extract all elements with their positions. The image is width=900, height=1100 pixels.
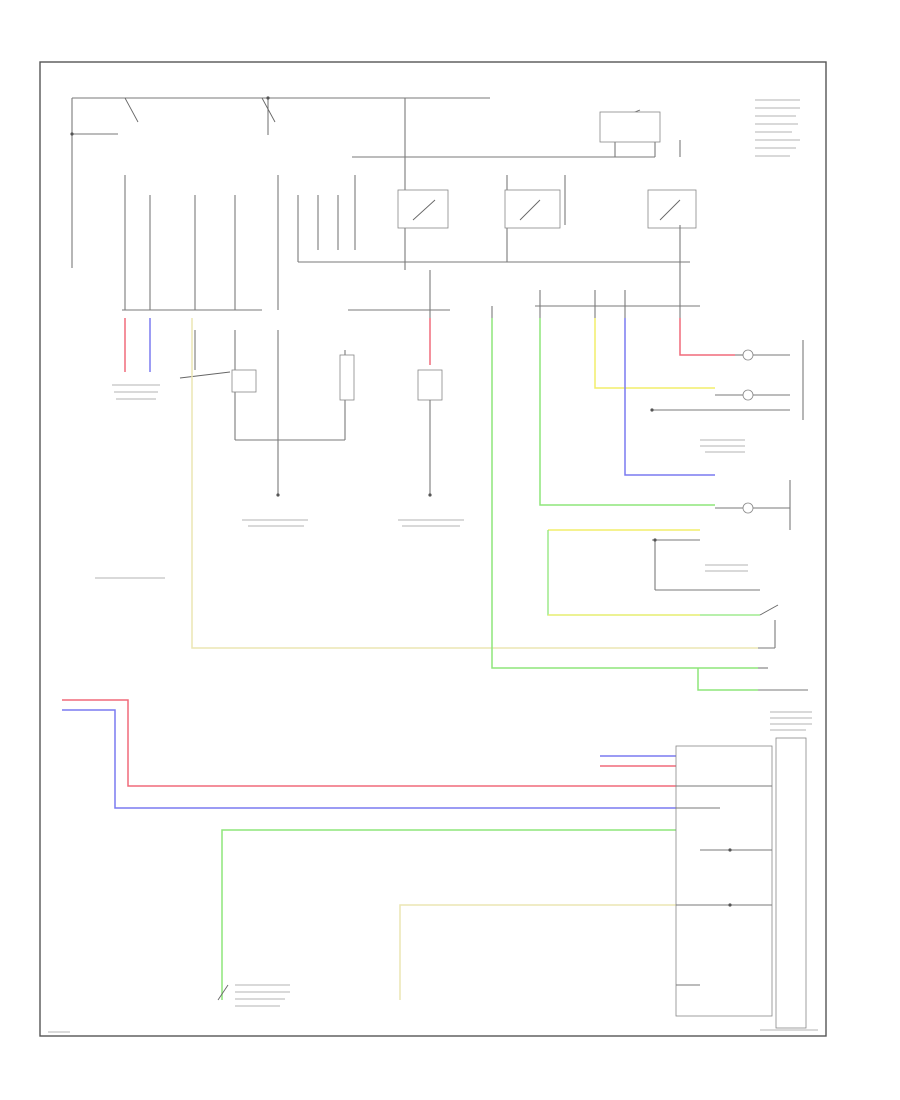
vertical-drops bbox=[124, 175, 681, 318]
wire-green-long bbox=[491, 318, 758, 669]
right-notes bbox=[770, 711, 812, 731]
colored-wires bbox=[62, 318, 760, 1000]
control-module-body bbox=[775, 737, 807, 1029]
wire-blue-bottom bbox=[62, 709, 676, 809]
wire-green-branch bbox=[697, 668, 758, 691]
right-side bbox=[650, 340, 812, 1029]
wire-pink-bottom bbox=[62, 699, 676, 787]
control-module-connector bbox=[675, 745, 773, 1017]
top-power-feeds bbox=[70, 96, 800, 270]
wire-green-540 bbox=[539, 318, 715, 506]
diagram-border bbox=[39, 61, 827, 1037]
wire-pink-680 bbox=[679, 318, 735, 356]
wire-yellow-595 bbox=[594, 318, 715, 389]
wire-blue-625 bbox=[624, 318, 715, 476]
wire-green-615 bbox=[547, 530, 760, 616]
bottom-left-switch bbox=[217, 984, 290, 1007]
connector-row bbox=[122, 290, 700, 318]
wire-green-bottom bbox=[221, 829, 676, 1000]
top-right-notes bbox=[755, 99, 800, 157]
wire-light-yellow-long bbox=[191, 318, 758, 649]
wire-light-yellow-bottom bbox=[399, 904, 676, 1000]
left-components bbox=[95, 330, 464, 579]
